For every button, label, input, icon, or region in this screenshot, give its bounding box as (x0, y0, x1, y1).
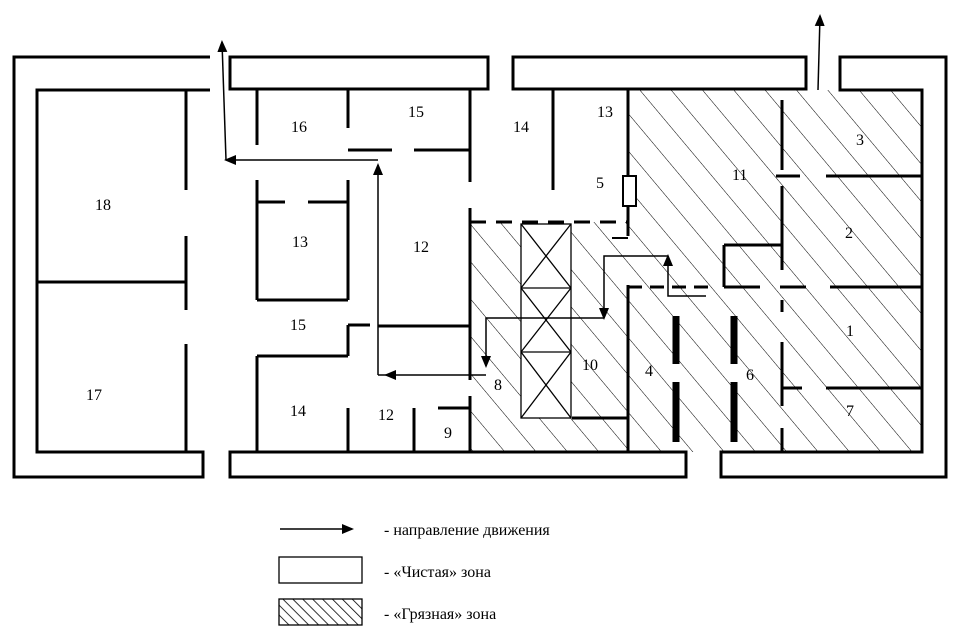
room-14-label: 14 (513, 119, 529, 136)
room-15-label: 15 (290, 317, 306, 334)
room-10-label: 10 (582, 357, 598, 374)
room-8-label: 8 (494, 377, 502, 394)
room-2-label: 2 (845, 225, 853, 242)
room-13-label: 13 (597, 104, 613, 121)
outer-walls (12, 55, 948, 479)
room-17-label: 17 (86, 387, 102, 404)
room-7-label: 7 (846, 403, 854, 420)
room-9-label: 9 (444, 425, 452, 442)
room-11-label: 11 (732, 167, 747, 184)
legend-dirty-label: - «Грязная» зона (384, 606, 496, 623)
legend-movement-label: - направление движения (384, 522, 550, 539)
room-18-label: 18 (95, 197, 111, 214)
room-12-label: 12 (413, 239, 429, 256)
room-5-label: 5 (596, 175, 604, 192)
room-14-label: 14 (290, 403, 306, 420)
legend-clean-label: - «Чистая» зона (384, 564, 491, 581)
airlock-box (622, 175, 637, 207)
legend-dirty-swatch (278, 598, 363, 626)
legend: - направление движения - «Чистая» зона -… (278, 522, 550, 626)
movement-arrows (217, 14, 825, 375)
room-4-label: 4 (645, 363, 653, 380)
room-3-label: 3 (856, 132, 864, 149)
room-16-label: 16 (291, 119, 307, 136)
room-15-label: 15 (408, 104, 424, 121)
room-12-label: 12 (378, 407, 394, 424)
room-13-label: 13 (292, 234, 308, 251)
room-6-label: 6 (746, 367, 754, 384)
room-labels: 1 2 3 4 5 6 7 8 9 10 11 12 12 13 13 14 1… (86, 104, 864, 442)
thick-partitions (672, 316, 738, 442)
room-1-label: 1 (846, 323, 854, 340)
dirty-zone (470, 90, 922, 452)
legend-clean-swatch (278, 556, 363, 584)
interior-walls (37, 90, 922, 452)
conveyor-column (520, 223, 572, 419)
